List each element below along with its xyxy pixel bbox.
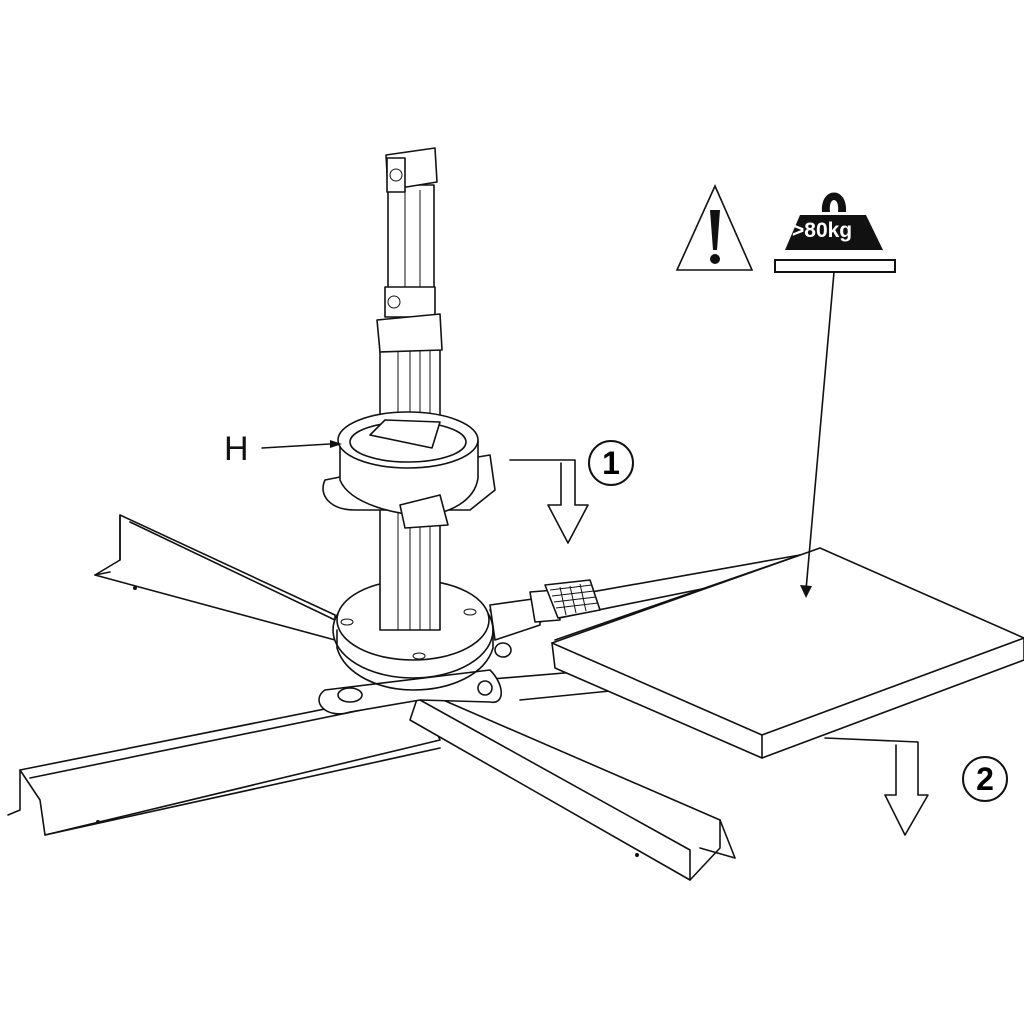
warning-triangle-icon	[675, 184, 754, 271]
weight-pointer-line	[805, 271, 835, 591]
collar-h	[322, 411, 496, 529]
weight-icon	[774, 192, 896, 273]
pole	[376, 147, 443, 631]
step1-down-arrow-icon	[509, 459, 589, 544]
step-1-badge: 1	[588, 440, 634, 486]
step-2-badge: 2	[962, 756, 1008, 802]
weight-plate	[551, 547, 1024, 759]
weight-label: >80kg	[792, 219, 853, 242]
arrowhead-icon	[330, 440, 342, 448]
part-label-h: H	[224, 430, 249, 468]
pointer-arrow-h	[261, 443, 331, 449]
cross-base	[7, 514, 806, 881]
step2-down-arrow-icon	[824, 737, 929, 836]
